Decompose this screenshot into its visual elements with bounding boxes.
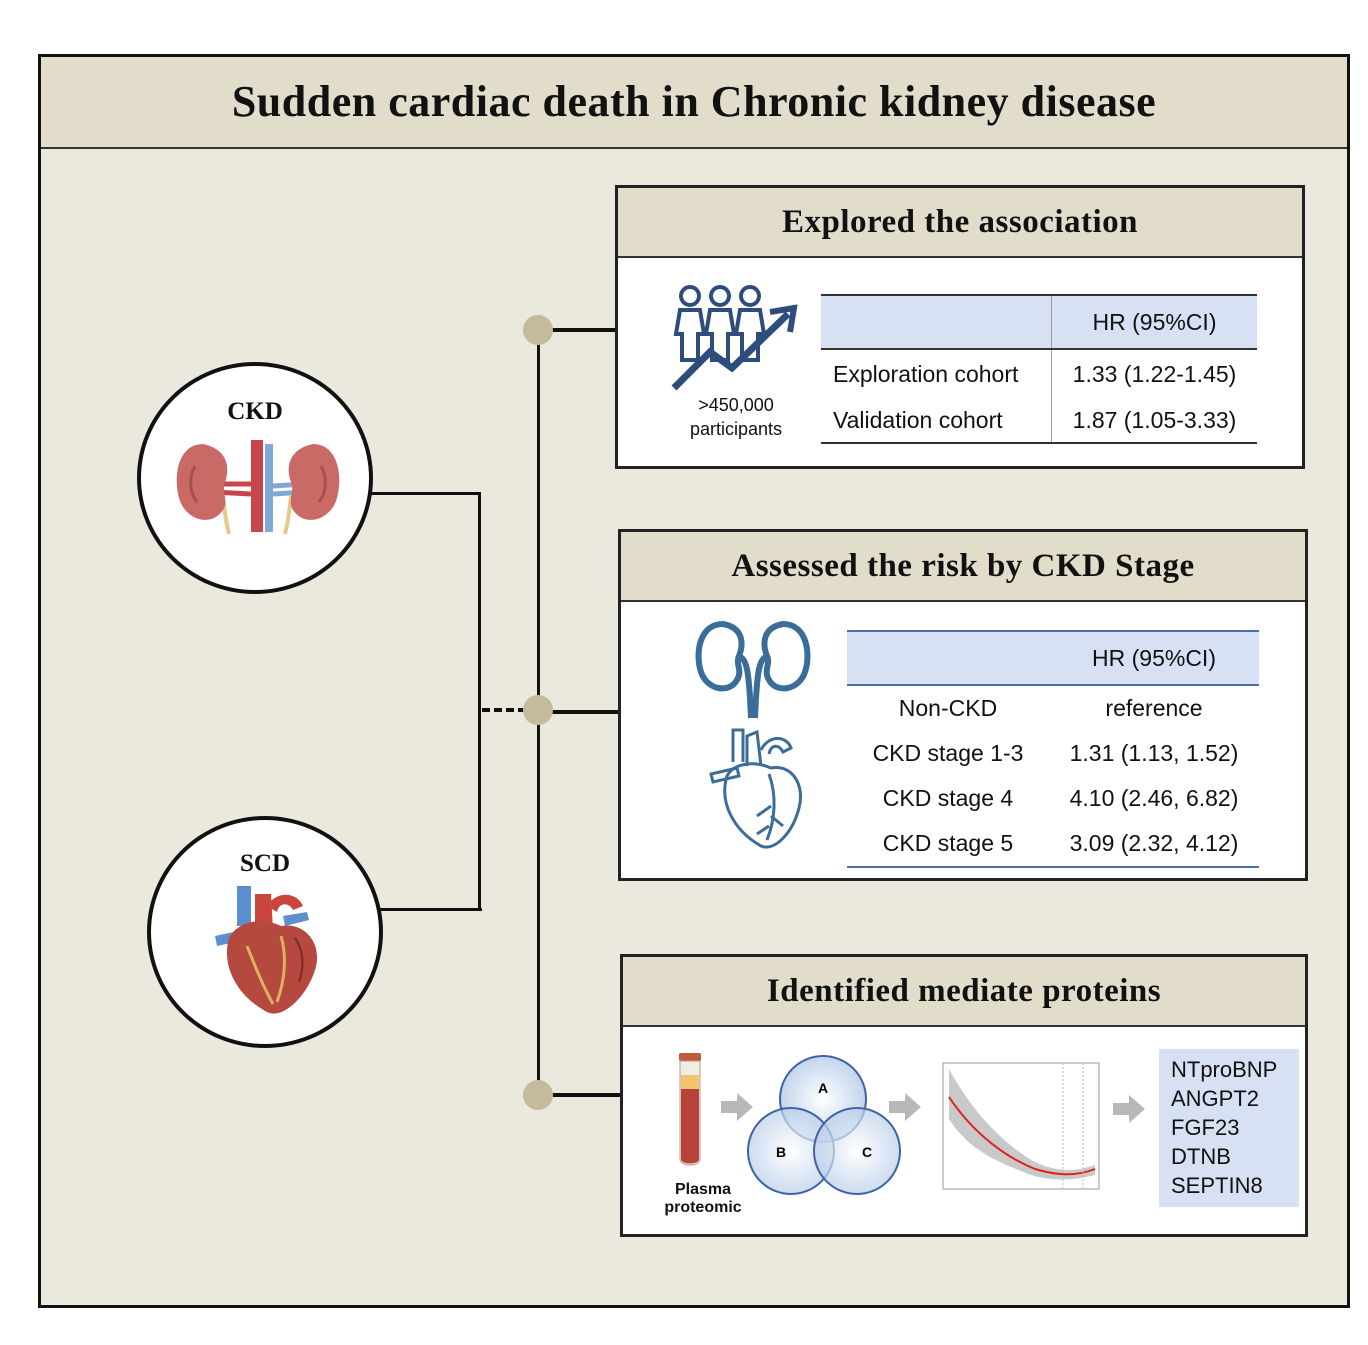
table-row: Exploration cohort 1.33 (1.22-1.45) <box>821 349 1257 398</box>
arrow-right-icon <box>721 1093 753 1121</box>
connector-dot-3 <box>523 1080 553 1110</box>
main-title-bar: Sudden cardiac death in Chronic kidney d… <box>41 57 1347 149</box>
connector-dot-2 <box>523 695 553 725</box>
venn-circle-c <box>813 1107 901 1195</box>
venn-label-b: B <box>776 1144 786 1160</box>
connector-scd-h <box>380 908 482 911</box>
row-label: Validation cohort <box>821 398 1052 443</box>
mediate-proteins-panel-title: Identified mediate proteins <box>766 973 1162 1009</box>
ckd-label: CKD <box>227 398 283 425</box>
table-header-hr: HR (95%CI) <box>1051 295 1257 349</box>
row-label: Exploration cohort <box>821 349 1052 398</box>
ckd-circle: CKD <box>137 362 373 594</box>
row-label: CKD stage 1-3 <box>872 740 1024 766</box>
row-value: 1.87 (1.05-3.33) <box>1072 406 1237 433</box>
scd-circle: SCD <box>147 816 383 1048</box>
table-header-hr: HR (95%CI) <box>1049 631 1259 685</box>
ckd-stage-hr-table: HR (95%CI) Non-CKD reference CKD stage 1… <box>847 630 1259 868</box>
ckd-stage-panel-title: Assessed the risk by CKD Stage <box>731 548 1195 584</box>
scd-label: SCD <box>239 850 290 877</box>
venn-label-a: A <box>818 1080 828 1096</box>
row-label: CKD stage 5 <box>882 830 1014 856</box>
row-value: 1.31 (1.13, 1.52) <box>1069 740 1239 766</box>
table-header-row: HR (95%CI) <box>847 631 1259 685</box>
row-value: 1.33 (1.22-1.45) <box>1072 360 1237 387</box>
protein-item: SEPTIN8 <box>1171 1173 1263 1198</box>
table-header-blank <box>847 631 1049 685</box>
anatomical-heart-icon <box>215 886 318 1014</box>
table-row: Validation cohort 1.87 (1.05-3.33) <box>821 398 1257 443</box>
connector-left-v <box>478 492 481 911</box>
protein-item: FGF23 <box>1171 1115 1240 1140</box>
table-header-row: HR (95%CI) <box>821 295 1257 349</box>
proteomic-label: proteomic <box>664 1199 742 1216</box>
lasso-deviance-plot-thumbnail <box>942 1062 1100 1190</box>
association-panel-header: Explored the association <box>618 188 1302 258</box>
connector-dot-1 <box>523 315 553 345</box>
connector-panel3 <box>540 1093 622 1097</box>
table-header-blank <box>821 295 1052 349</box>
protein-item: NTproBNP <box>1171 1057 1278 1082</box>
participants-label: participants <box>689 419 783 439</box>
connector-dashed <box>482 708 538 712</box>
table-row: Non-CKD reference <box>847 685 1259 731</box>
row-value: 4.10 (2.46, 6.82) <box>1069 785 1239 811</box>
people-growth-icon <box>671 285 798 391</box>
main-title: Sudden cardiac death in Chronic kidney d… <box>231 77 1157 126</box>
row-value: 3.09 (2.32, 4.12) <box>1069 830 1239 856</box>
protein-list: NTproBNP ANGPT2 FGF23 DTNB SEPTIN8 <box>1159 1049 1299 1207</box>
venn-label-c: C <box>862 1144 872 1160</box>
participants-count: >450,000 <box>698 395 774 415</box>
ckd-stage-panel: Assessed the risk by CKD Stage HR (95%CI… <box>618 529 1308 881</box>
connector-ckd-h <box>370 492 480 495</box>
blood-tube-icon <box>679 1053 701 1166</box>
table-row: CKD stage 4 4.10 (2.46, 6.82) <box>847 776 1259 821</box>
venn-diagram: A B C <box>747 1055 901 1195</box>
table-row: CKD stage 1-3 1.31 (1.13, 1.52) <box>847 731 1259 776</box>
kidney-outline-icon <box>695 620 811 719</box>
mediate-proteins-panel-header: Identified mediate proteins <box>623 957 1305 1027</box>
connector-panel2 <box>540 710 620 714</box>
row-value: reference <box>1105 695 1203 721</box>
association-panel: Explored the association >450,000 partic… <box>615 185 1305 469</box>
row-label: Non-CKD <box>898 695 998 721</box>
mediate-proteins-panel: Identified mediate proteins Plasma prote… <box>620 954 1308 1237</box>
arrow-right-icon <box>889 1093 921 1121</box>
heart-outline-icon <box>709 728 802 849</box>
protein-item: ANGPT2 <box>1171 1086 1260 1111</box>
association-panel-title: Explored the association <box>781 204 1139 240</box>
protein-item: DTNB <box>1171 1144 1231 1169</box>
plasma-label: Plasma <box>674 1181 732 1198</box>
row-label: CKD stage 4 <box>882 785 1014 811</box>
table-row: CKD stage 5 3.09 (2.32, 4.12) <box>847 821 1259 867</box>
arrow-right-icon <box>1113 1095 1145 1123</box>
kidneys-icon <box>176 440 340 535</box>
ckd-stage-panel-header: Assessed the risk by CKD Stage <box>621 532 1305 602</box>
connector-panel1 <box>540 328 618 332</box>
association-hr-table: HR (95%CI) Exploration cohort 1.33 (1.22… <box>821 294 1257 444</box>
